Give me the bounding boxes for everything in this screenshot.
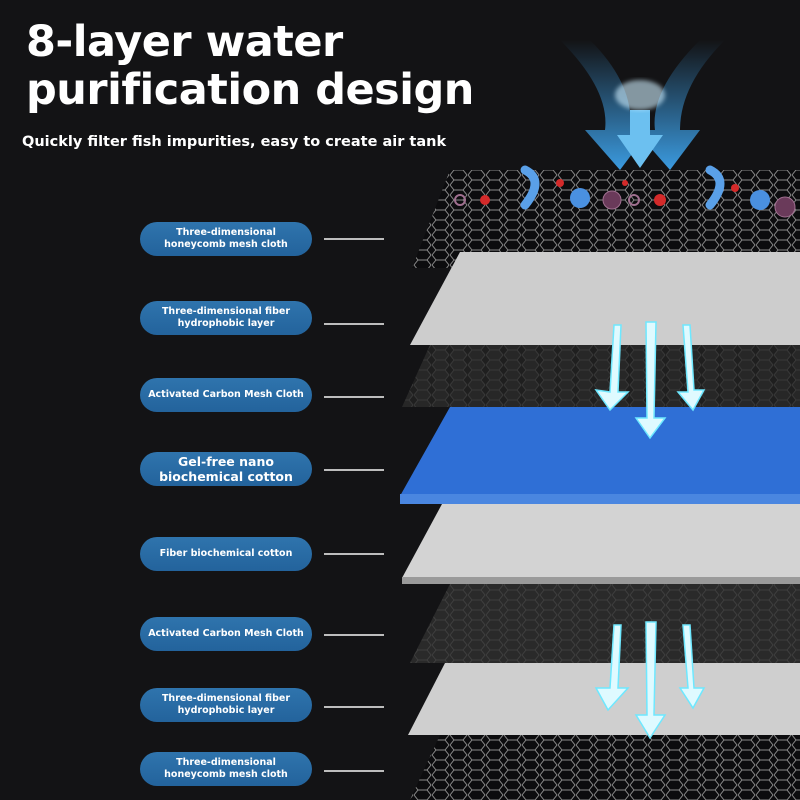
label-layer-2: Three-dimensional fiber hydrophobic laye… <box>140 301 312 335</box>
leader-line-4 <box>324 469 384 471</box>
leader-line-6 <box>324 634 384 636</box>
title-line-1: 8-layer water <box>26 17 343 67</box>
label-layer-7: Three-dimensional fiber hydrophobic laye… <box>140 688 312 722</box>
label-layer-1: Three-dimensional honeycomb mesh cloth <box>140 222 312 256</box>
leader-line-8 <box>324 770 384 772</box>
layer-fiber-hydrophobic-top <box>410 252 800 345</box>
leader-line-5 <box>324 553 384 555</box>
leader-line-1 <box>324 238 384 240</box>
label-layer-4: Gel-free nano biochemical cotton <box>140 452 312 486</box>
title-line-2: purification design <box>26 65 474 115</box>
label-layer-5: Fiber biochemical cotton <box>140 537 312 571</box>
layer-fiber-biochemical <box>402 504 800 578</box>
subtitle: Quickly filter fish impurities, easy to … <box>22 134 447 150</box>
leader-line-2 <box>324 323 384 325</box>
label-layer-3: Activated Carbon Mesh Cloth <box>140 378 312 412</box>
impurity-particles-icon <box>454 165 796 218</box>
flow-arrows-lower-icon <box>594 621 706 740</box>
label-layer-8: Three-dimensional honeycomb mesh cloth <box>140 752 312 786</box>
flow-arrows-upper-icon <box>594 321 706 440</box>
page-title: 8-layer water purification design <box>26 18 474 114</box>
leader-line-3 <box>324 396 384 398</box>
inflow-arrows-icon <box>560 40 725 170</box>
leader-line-7 <box>324 706 384 708</box>
label-layer-6: Activated Carbon Mesh Cloth <box>140 617 312 651</box>
layer-gel-free-cotton <box>400 407 800 496</box>
